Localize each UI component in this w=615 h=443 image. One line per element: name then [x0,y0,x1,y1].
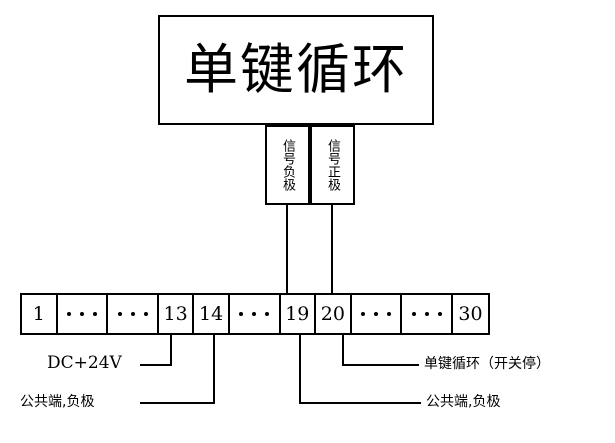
terminal-strip: 1 13 14 19 20 [20,293,490,335]
signal-negative-label: 信号负极 [280,139,295,191]
terminal-label-14: 14 [199,303,224,325]
signal-positive-label: 信号正极 [325,139,340,191]
wire-terminal-14-drop [213,335,215,403]
ellipsis-dots-icon [58,312,107,316]
wire-terminal-20-drop [342,335,344,365]
terminal-cell-ellipsis-b [108,295,159,333]
label-common-negative-left: 公共端,负极 [20,394,95,410]
signal-positive-box: 信号正极 [310,125,355,205]
title-box: 单键循环 [158,15,434,125]
terminal-cell-ellipsis-a [58,295,109,333]
signal-negative-box: 信号负极 [265,125,310,205]
terminal-cell-ellipsis-d [352,295,403,333]
terminal-cell-1: 1 [22,295,58,333]
wire-single-key-cycle-lead [342,364,419,366]
wire-signal-positive-to-terminal-20 [331,205,333,293]
terminal-label-20: 20 [320,303,345,325]
wire-terminal-19-drop [299,335,301,403]
wire-common-negative-right-lead [299,402,421,404]
terminal-cell-ellipsis-e [402,295,453,333]
terminal-cell-14: 14 [194,295,230,333]
terminal-label-13: 13 [163,303,188,325]
label-common-negative-right: 公共端,负极 [426,394,501,410]
wire-terminal-13-drop [170,335,172,365]
wire-dc-supply-lead [140,364,172,366]
ellipsis-dots-icon [108,312,157,316]
terminal-label-19: 19 [285,303,310,325]
terminal-cell-30: 30 [453,295,488,333]
terminal-cell-13: 13 [159,295,195,333]
terminal-label-30: 30 [458,303,483,325]
label-dc-supply: DC+24V [47,353,122,373]
title-box-label: 单键循环 [184,38,408,101]
terminal-label-1: 1 [32,303,45,325]
ellipsis-dots-icon [402,312,451,316]
label-single-key-cycle-function: 单键循环（开关停） [424,356,550,372]
terminal-cell-20: 20 [316,295,352,333]
ellipsis-dots-icon [230,312,279,316]
terminal-cell-19: 19 [281,295,317,333]
wire-common-negative-left-lead [140,402,215,404]
ellipsis-dots-icon [352,312,401,316]
terminal-cell-ellipsis-c [230,295,281,333]
wire-signal-negative-to-terminal-19 [286,205,288,293]
